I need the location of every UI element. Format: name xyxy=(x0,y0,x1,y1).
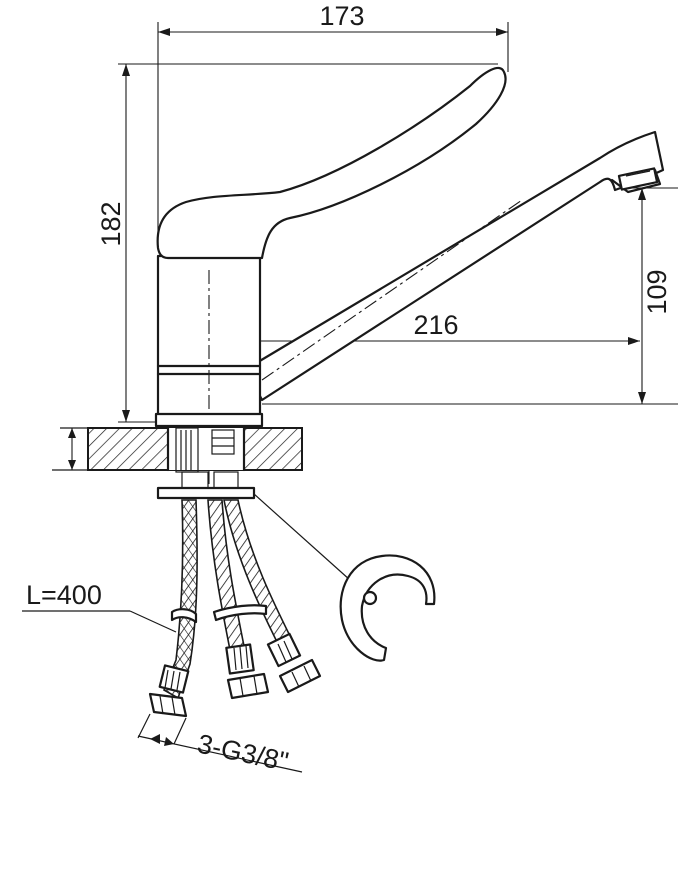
mounting-plate xyxy=(156,486,256,500)
dimension-total-height: 182 xyxy=(96,63,498,423)
hose-fitting-right xyxy=(266,632,322,694)
callout-connection: 3-G3/8" xyxy=(137,713,303,778)
lever-handle xyxy=(156,66,507,260)
dimension-spout-height: 109 xyxy=(262,187,678,405)
spout-aerator xyxy=(617,167,659,191)
valve-body xyxy=(154,254,264,496)
base-flange xyxy=(154,412,264,428)
spout xyxy=(256,130,665,402)
dimension-spout-reach: 216 xyxy=(210,310,640,345)
dimension-label-lever-length: 173 xyxy=(319,1,364,31)
hose-fitting-middle xyxy=(225,643,270,700)
flexible-hoses xyxy=(148,499,322,718)
horseshoe-bracket xyxy=(253,493,436,662)
dimension-label-spout-height: 109 xyxy=(642,269,672,314)
callout-hose-length-label: L=400 xyxy=(26,580,102,610)
dimension-lever-length: 173 xyxy=(157,1,509,250)
dimension-label-total-height: 182 xyxy=(96,201,126,246)
countertop-section xyxy=(52,426,303,472)
mounting-stud xyxy=(156,427,256,500)
bracket-hole xyxy=(362,590,378,606)
callout-hose-length: L=400 xyxy=(22,580,177,633)
dimension-label-spout-reach: 216 xyxy=(413,310,458,340)
callout-connection-label: 3-G3/8" xyxy=(195,729,291,778)
hose-fitting-left xyxy=(148,664,190,718)
